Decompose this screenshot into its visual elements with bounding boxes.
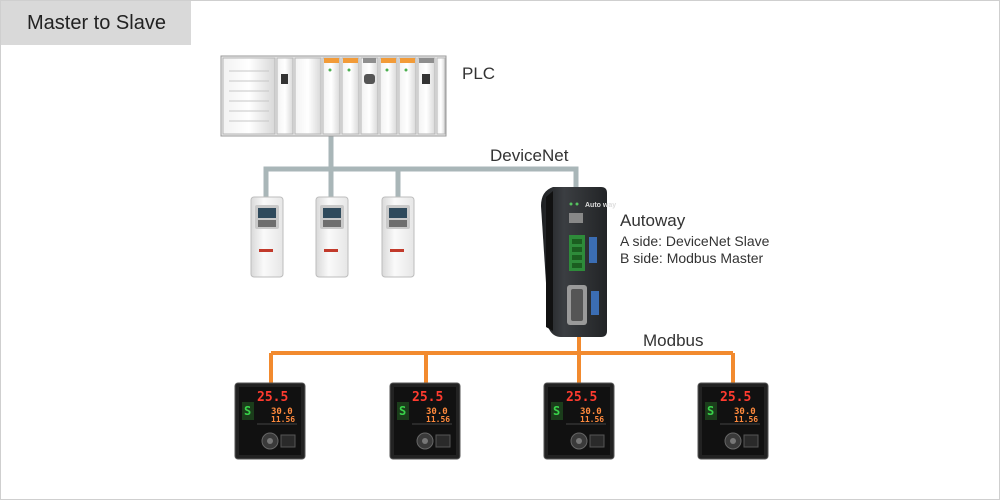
a-side-label: A side: DeviceNet Slave — [620, 233, 770, 249]
controller-3-pv: 25.5 — [566, 390, 597, 405]
controller-4-pv: 25.5 — [720, 390, 751, 405]
controller-4 — [697, 382, 769, 460]
plc-rack — [220, 55, 447, 137]
controller-4-out: 11.56 — [734, 415, 758, 424]
controller-1-out: 11.56 — [271, 415, 295, 424]
modbus-bus — [269, 336, 735, 383]
drive-2 — [315, 196, 349, 278]
devicenet-bus — [263, 136, 579, 200]
controller-1-sv: 30.0 — [271, 407, 293, 417]
autoway-label: Autoway — [620, 211, 686, 230]
autoway-gateway: Auto way — [541, 187, 616, 337]
drive-1 — [250, 196, 284, 278]
controller-1 — [234, 382, 306, 460]
drive-3 — [381, 196, 415, 278]
gateway-brand-text: Auto way — [585, 202, 616, 209]
controller-1-pv: 25.5 — [257, 390, 288, 405]
b-side-label: B side: Modbus Master — [620, 250, 764, 266]
modbus-label: Modbus — [643, 331, 704, 350]
controller-3-sv: 30.0 — [580, 407, 602, 417]
controller-3 — [543, 382, 615, 460]
devicenet-label: DeviceNet — [490, 146, 569, 165]
controller-3-channel: S — [553, 404, 560, 418]
controller-4-channel: S — [707, 404, 714, 418]
plc-label: PLC — [462, 64, 496, 83]
controller-2-out: 11.56 — [426, 415, 450, 424]
controller-1-channel: S — [244, 404, 251, 418]
controller-2 — [389, 382, 461, 460]
controller-2-channel: S — [399, 404, 406, 418]
controller-2-pv: 25.5 — [412, 390, 443, 405]
controller-3-out: 11.56 — [580, 415, 604, 424]
controller-2-sv: 30.0 — [426, 407, 448, 417]
controller-4-sv: 30.0 — [734, 407, 756, 417]
title-tab: Master to Slave — [1, 1, 191, 45]
